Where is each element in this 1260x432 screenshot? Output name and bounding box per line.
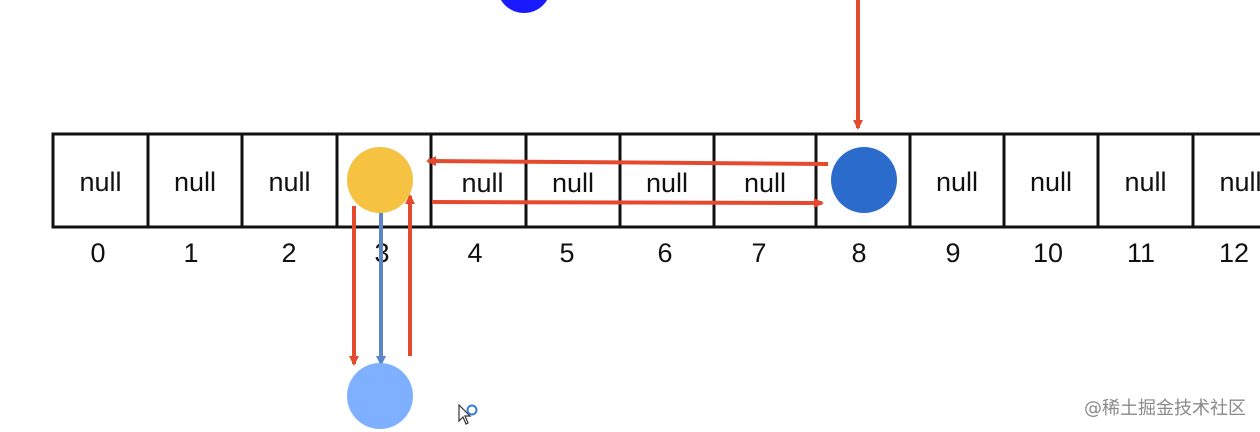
index-label-0: 0: [90, 238, 105, 268]
bucket-0-value: null: [79, 167, 121, 197]
index-label-7: 7: [751, 238, 766, 268]
index-label-10: 10: [1033, 238, 1063, 268]
node-3: [347, 147, 413, 213]
index-label-4: 4: [467, 238, 482, 268]
bucket-4: [429, 132, 528, 229]
bucket-11: [1096, 132, 1195, 229]
bucket-2: [240, 132, 339, 229]
bucket-0: [51, 132, 150, 229]
arrow-3-to-8: [431, 197, 824, 208]
index-label-9: 9: [945, 238, 960, 268]
node-below-3: [347, 363, 413, 429]
bucket-9-value: null: [936, 167, 978, 197]
bucket-12: [1191, 132, 1260, 229]
index-label-2: 2: [281, 238, 296, 268]
watermark: @稀土掘金技术社区: [1084, 398, 1246, 419]
bucket-4-value: null: [461, 168, 503, 198]
bucket-2-value: null: [268, 167, 310, 197]
bucket-11-value: null: [1124, 167, 1166, 197]
bucket-12-value: null: [1219, 167, 1260, 197]
bucket-7-value: null: [744, 168, 786, 198]
index-label-8: 8: [851, 238, 866, 268]
index-label-1: 1: [183, 238, 198, 268]
bucket-5-value: null: [552, 168, 594, 198]
arrow-8-to-3: [426, 156, 829, 167]
node-8: [831, 147, 897, 213]
cursor-icon: [458, 404, 478, 425]
bucket-9: [908, 132, 1006, 229]
bucket-6-value: null: [646, 168, 688, 198]
bucket-10-value: null: [1030, 167, 1072, 197]
bucket-1-value: null: [174, 167, 216, 197]
index-label-11: 11: [1127, 238, 1155, 268]
index-label-6: 6: [657, 238, 672, 268]
bucket-array: null null null null null null null null null null…: [51, 132, 1260, 229]
bucket-5: [524, 132, 622, 229]
bucket-6: [618, 132, 716, 229]
index-labels: 0123456789101112: [90, 238, 1249, 268]
index-label-12: 12: [1219, 238, 1249, 268]
bucket-1: [146, 132, 244, 229]
index-label-5: 5: [559, 238, 574, 268]
top-node: [500, 0, 548, 13]
bucket-7: [712, 132, 818, 229]
